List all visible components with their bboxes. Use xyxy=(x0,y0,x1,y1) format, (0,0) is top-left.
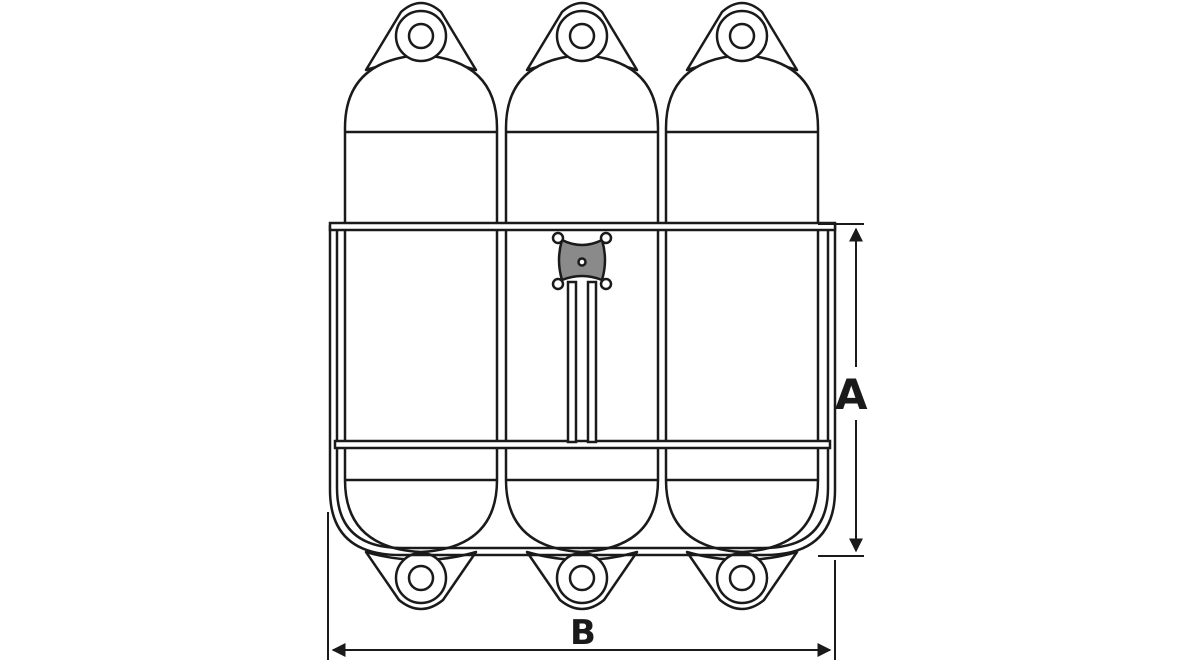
bracket-bolt xyxy=(599,277,613,291)
dimension-a-label: A xyxy=(835,370,868,419)
mounting-post xyxy=(566,280,598,444)
fender-body xyxy=(664,53,820,554)
bracket-center-hole xyxy=(577,257,587,267)
rack-inner-rail xyxy=(335,230,830,550)
fender xyxy=(664,1,820,611)
fender-bottom-eye-hole xyxy=(407,564,435,592)
rack-top-bar xyxy=(328,221,837,232)
fender-bottom-eye-hole xyxy=(568,564,596,592)
rack-frame xyxy=(328,221,837,557)
bracket-bolt xyxy=(599,231,613,245)
fender xyxy=(504,1,660,611)
mounting-bracket xyxy=(551,231,613,291)
dimension-a xyxy=(818,223,864,557)
fender-body xyxy=(343,53,499,554)
fender-bottom-eye-hole xyxy=(728,564,756,592)
fender-top-eye-hole xyxy=(407,22,435,50)
fender-group xyxy=(343,1,820,611)
fender-top-eye-hole xyxy=(568,22,596,50)
dimension-b xyxy=(327,512,836,660)
bracket-bolt xyxy=(551,231,565,245)
fender xyxy=(343,1,499,611)
fender-top-eye-hole xyxy=(728,22,756,50)
rack-middle-bar xyxy=(333,439,832,450)
fender-body xyxy=(504,53,660,554)
rack-outer-rail xyxy=(328,225,837,557)
bracket-bolt xyxy=(551,277,565,291)
dimension-b-label: B xyxy=(570,613,596,653)
